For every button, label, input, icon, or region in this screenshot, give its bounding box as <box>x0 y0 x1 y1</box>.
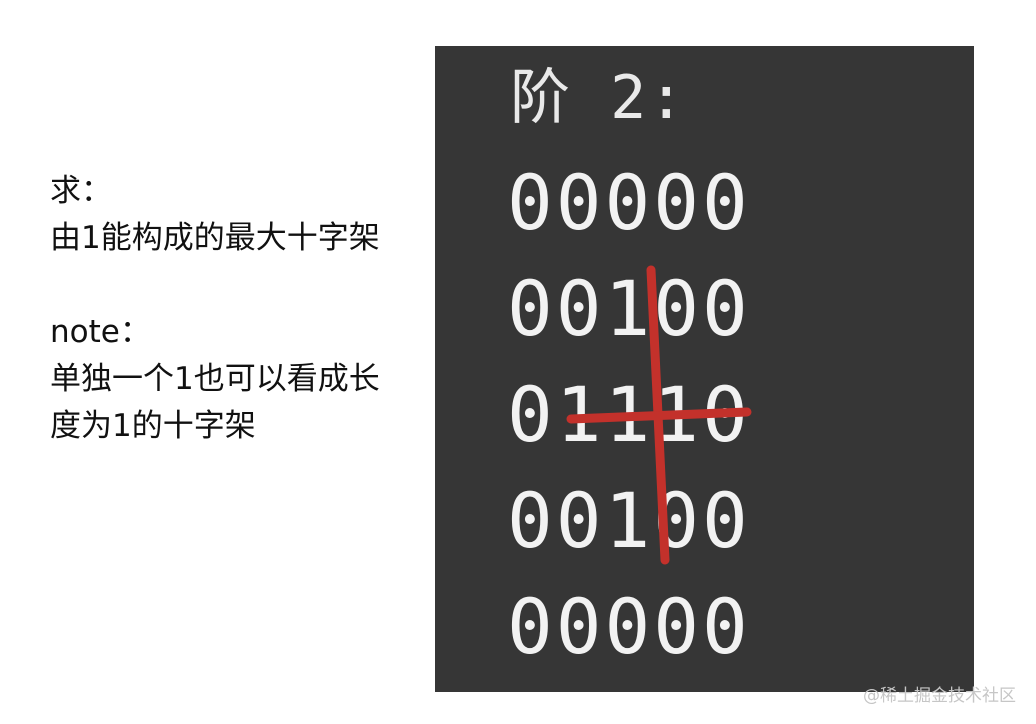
grid-row-4: 00100 <box>507 476 751 565</box>
problem-description: 求： 由1能构成的最大十字架 note： 单独一个1也可以看成长 度为1的十字架 <box>50 168 430 450</box>
note-line-1: 单独一个1也可以看成长 <box>50 361 380 397</box>
figure-title: 阶 2: <box>510 63 687 133</box>
description-gap <box>50 262 430 309</box>
grid-row-5: 00000 <box>507 582 751 671</box>
grid-row-3: 01110 <box>507 370 751 459</box>
order-grid-figure: 阶 2: 00000 00100 01110 00100 00000 <box>435 46 974 692</box>
description-line-2: 由1能构成的最大十字架 <box>50 220 380 256</box>
note-label: note： <box>50 314 151 350</box>
watermark: @稀土掘金技术社区 <box>863 686 1016 706</box>
grid-row-1: 00000 <box>507 158 751 247</box>
grid-row-2: 00100 <box>507 264 751 353</box>
description-line-1: 求： <box>50 173 112 209</box>
note-line-2: 度为1的十字架 <box>50 408 256 444</box>
